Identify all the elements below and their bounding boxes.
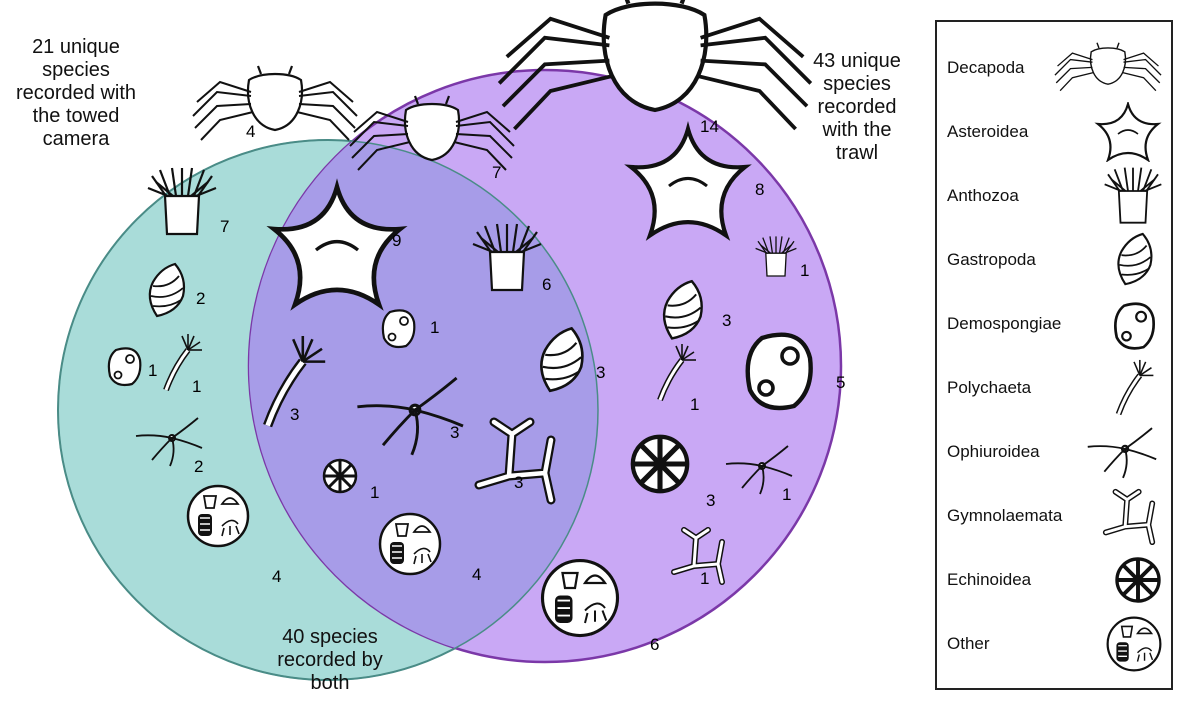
- count-both-demospongiae: 1: [430, 318, 439, 337]
- crab-icon: [193, 66, 357, 140]
- count-both-asteroidea: 9: [392, 231, 401, 250]
- sponge-icon: [748, 335, 811, 408]
- count-trawl-gastropoda: 3: [722, 311, 731, 330]
- urchin-icon: [1113, 555, 1163, 605]
- other-icon: [188, 486, 248, 546]
- legend-item-asteroidea: Asteroidea: [937, 100, 1171, 164]
- legend-label: Demospongiae: [947, 314, 1061, 334]
- anemone-icon: [1103, 165, 1163, 227]
- count-camera-decapoda: 4: [246, 122, 255, 141]
- count-camera-other: 4: [272, 567, 281, 586]
- count-camera-polychaeta: 1: [192, 377, 201, 396]
- starfish-icon: [1093, 102, 1163, 162]
- shell-icon: [1107, 232, 1163, 288]
- count-trawl-polychaeta: 1: [690, 395, 699, 414]
- legend-label: Other: [947, 634, 990, 654]
- count-both-echinoidea: 1: [370, 483, 379, 502]
- count-both-gastropoda: 3: [596, 363, 605, 382]
- count-both-decapoda: 7: [492, 163, 501, 182]
- count-both-other: 4: [472, 565, 481, 584]
- count-both-ophiuroidea: 3: [450, 423, 459, 442]
- count-both-anthozoa: 6: [542, 275, 551, 294]
- count-camera-demospongiae: 1: [148, 361, 157, 380]
- brittlestar-icon: [1083, 424, 1163, 480]
- worm-icon: [1107, 358, 1163, 418]
- legend-label: Anthozoa: [947, 186, 1019, 206]
- urchin-icon: [633, 437, 687, 491]
- legend-label: Ophiuroidea: [947, 442, 1040, 462]
- sponge-icon: [109, 348, 140, 385]
- legend-item-echinoidea: Echinoidea: [937, 548, 1171, 612]
- count-trawl-decapoda: 14: [700, 117, 719, 136]
- count-trawl-echinoidea: 3: [706, 491, 715, 510]
- legend-label: Gymnolaemata: [947, 506, 1062, 526]
- crab-icon: [1053, 38, 1163, 98]
- count-camera-gastropoda: 2: [196, 289, 205, 308]
- count-camera-anthozoa: 7: [220, 217, 229, 236]
- count-camera-ophiuroidea: 2: [194, 457, 203, 476]
- count-trawl-ophiuroidea: 1: [782, 485, 791, 504]
- count-trawl-anthozoa: 1: [800, 261, 809, 280]
- legend-label: Echinoidea: [947, 570, 1031, 590]
- legend-item-gastropoda: Gastropoda: [937, 228, 1171, 292]
- other-icon: [380, 514, 440, 574]
- sponge-icon: [1107, 296, 1163, 352]
- count-both-gymnolaemata: 3: [514, 473, 523, 492]
- sponge-icon: [383, 310, 414, 347]
- legend-item-anthozoa: Anthozoa: [937, 164, 1171, 228]
- count-trawl-gymnolaemata: 1: [700, 569, 709, 588]
- legend-label: Decapoda: [947, 58, 1025, 78]
- legend-item-decapoda: Decapoda: [937, 36, 1171, 100]
- legend-label: Polychaeta: [947, 378, 1031, 398]
- bryozoan-icon: [1097, 486, 1163, 546]
- urchin-icon: [324, 460, 356, 492]
- count-both-polychaeta: 3: [290, 405, 299, 424]
- other-icon: [543, 561, 618, 636]
- count-trawl-asteroidea: 8: [755, 180, 764, 199]
- legend-item-ophiuroidea: Ophiuroidea: [937, 420, 1171, 484]
- legend-label: Asteroidea: [947, 122, 1028, 142]
- count-trawl-other: 6: [650, 635, 659, 654]
- legend-item-other: Other: [937, 612, 1171, 676]
- other-icon: [1105, 615, 1163, 673]
- count-trawl-demospongiae: 5: [836, 373, 845, 392]
- legend-item-demospongiae: Demospongiae: [937, 292, 1171, 356]
- legend-item-polychaeta: Polychaeta: [937, 356, 1171, 420]
- legend-item-gymnolaemata: Gymnolaemata: [937, 484, 1171, 548]
- legend-label: Gastropoda: [947, 250, 1036, 270]
- legend: Decapoda Asteroidea Anthozoa Gastropoda …: [935, 20, 1173, 690]
